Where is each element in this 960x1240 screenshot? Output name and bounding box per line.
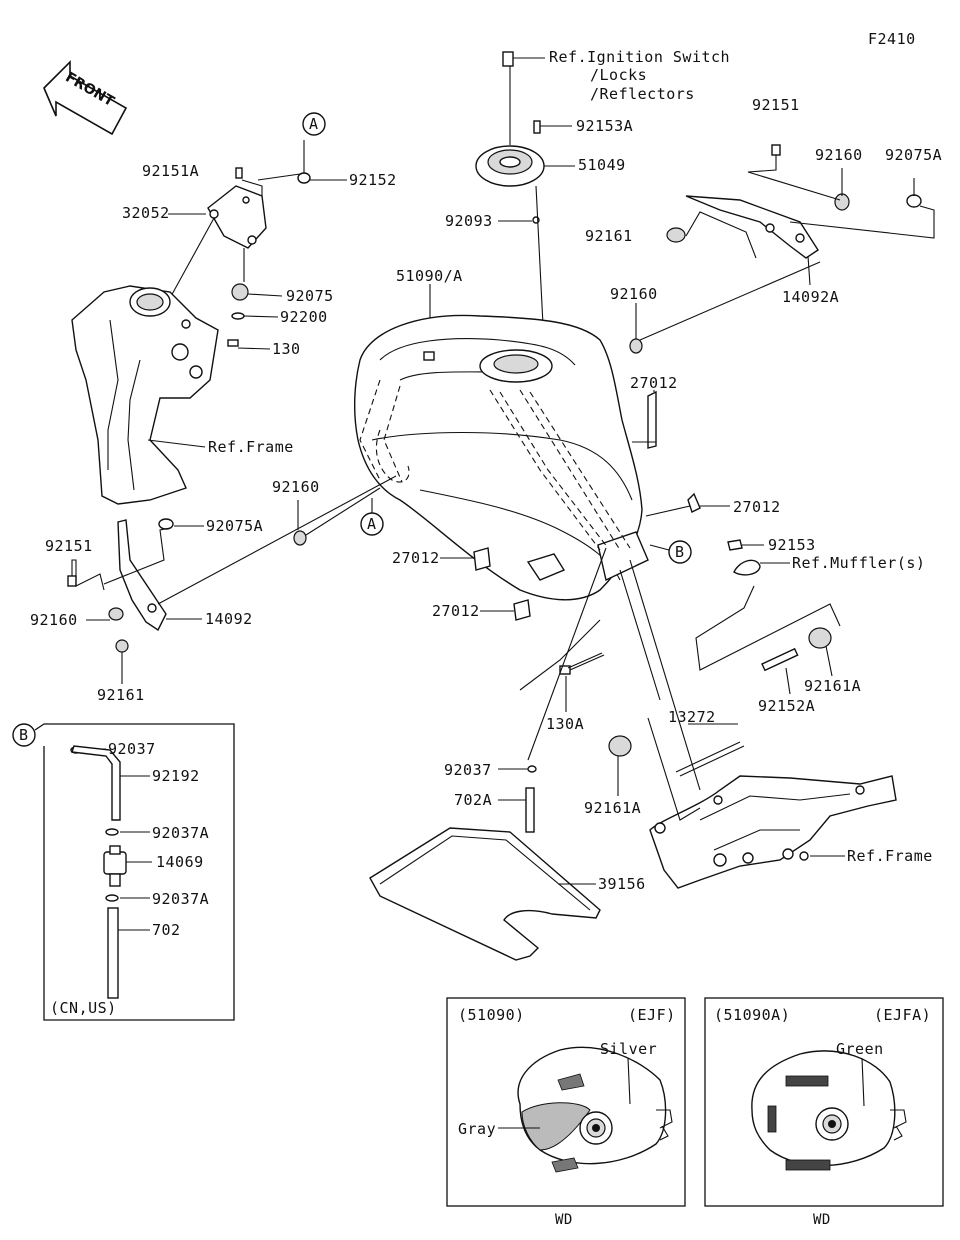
ref-frame-left-label: Ref.Frame (208, 438, 294, 456)
part-27012-a: 27012 (630, 374, 678, 392)
front-arrow-icon: FRONT (43, 60, 128, 136)
tank-mat-39156 (369, 827, 601, 961)
fuel-cap-assembly (475, 51, 575, 346)
part-92161-left: 92161 (97, 686, 145, 704)
callout-a-mid (360, 512, 384, 536)
part-92192: 92192 (152, 767, 200, 785)
variant-1-code: (EJF) (628, 1006, 676, 1024)
part-51090A: 51090/A (396, 267, 463, 285)
part-92093: 92093 (445, 212, 493, 230)
part-92151-top: 92151 (752, 96, 800, 114)
part-39156: 39156 (598, 875, 646, 893)
part-92151A: 92151A (142, 162, 199, 180)
part-92160-left2: 92160 (30, 611, 78, 629)
part-51049: 51049 (578, 156, 626, 174)
ref-ignition-switch-label: Ref.Ignition Switch (549, 48, 730, 66)
region-label: (CN,US) (50, 999, 117, 1017)
fuel-tank (353, 314, 649, 601)
part-27012-c: 27012 (392, 549, 440, 567)
part-14092A: 14092A (782, 288, 839, 306)
part-92152: 92152 (349, 171, 397, 189)
part-130: 130 (272, 340, 301, 358)
variant-2-footer: WD (813, 1212, 831, 1228)
variant-1-footer: WD (555, 1212, 573, 1228)
callout-a-mid-label: A (367, 515, 377, 533)
frame-head-left (71, 285, 219, 505)
ref-reflectors-label: /Reflectors (590, 85, 695, 103)
part-92075: 92075 (286, 287, 334, 305)
hose-box: B (12, 723, 235, 1021)
variant-2-code: (EJFA) (874, 1006, 931, 1024)
variant-box-1 (446, 997, 686, 1207)
ref-locks-label: /Locks (590, 66, 647, 84)
variant-1-part: (51090) (458, 1006, 525, 1024)
bolt-130A (559, 652, 605, 712)
part-92037A-2: 92037A (152, 890, 209, 908)
part-92075A-top: 92075A (885, 146, 942, 164)
part-92152A: 92152A (758, 697, 815, 715)
part-92161-top: 92161 (585, 227, 633, 245)
part-92160-mid: 92160 (610, 285, 658, 303)
bracket-14092 (67, 475, 397, 684)
part-32052: 32052 (122, 204, 170, 222)
ref-frame-right-label: Ref.Frame (847, 847, 933, 865)
part-92153: 92153 (768, 536, 816, 554)
part-92160-top: 92160 (815, 146, 863, 164)
part-92160-left: 92160 (272, 478, 320, 496)
variant-2-color-green: Green (836, 1040, 884, 1058)
callout-b-box (12, 723, 36, 747)
variant-1-color-gray: Gray (458, 1120, 496, 1138)
part-702: 702 (152, 921, 181, 939)
part-92153A: 92153A (576, 117, 633, 135)
variant-2-part: (51090A) (714, 1006, 790, 1024)
bracket-14092A (666, 144, 935, 286)
part-92200: 92200 (280, 308, 328, 326)
callout-a-top-label: A (309, 115, 319, 133)
rear-frame-right (649, 775, 897, 889)
part-27012-b: 27012 (733, 498, 781, 516)
part-92161A-right: 92161A (804, 677, 861, 695)
variant-1-color-silver: Silver (600, 1040, 657, 1058)
part-130A: 130A (546, 715, 584, 733)
callout-b-mid-label: B (675, 543, 685, 561)
damper-92161A-right (761, 627, 833, 695)
part-92151-left: 92151 (45, 537, 93, 555)
part-92161A-left: 92161A (584, 799, 641, 817)
part-13272: 13272 (668, 708, 716, 726)
part-92037-mid: 92037 (444, 761, 492, 779)
diagram-code: F2410 (868, 30, 916, 48)
part-92037-box: 92037 (108, 740, 156, 758)
part-14092: 14092 (205, 610, 253, 628)
part-92037A-1: 92037A (152, 824, 209, 842)
callout-b-box-label: B (19, 726, 29, 744)
part-702A: 702A (454, 791, 492, 809)
part-14069: 14069 (156, 853, 204, 871)
callout-b-mid (668, 540, 692, 564)
part-27012-d: 27012 (432, 602, 480, 620)
ref-muffler-label: Ref.Muffler(s) (792, 554, 925, 572)
bracket-32052 (168, 140, 347, 350)
variant-box-2 (704, 997, 944, 1207)
part-92075A-left: 92075A (206, 517, 263, 535)
callout-a-top (302, 112, 326, 136)
